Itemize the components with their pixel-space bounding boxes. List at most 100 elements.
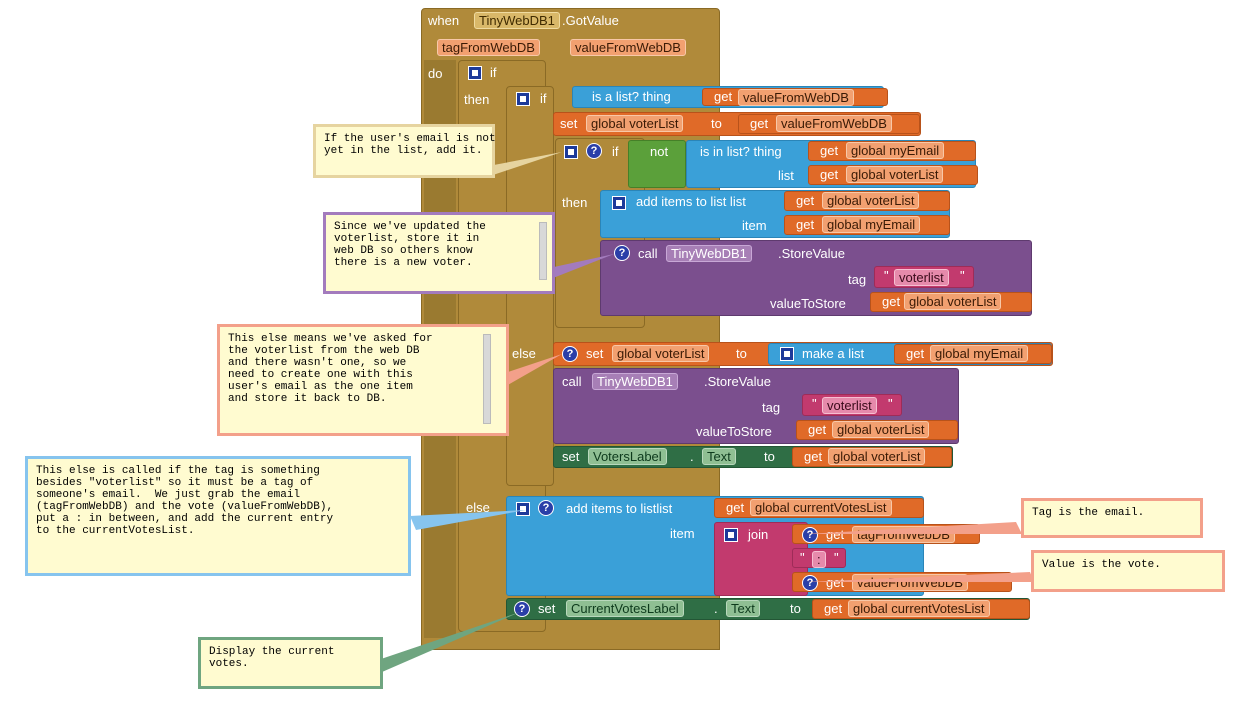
text-property-dropdown-2[interactable]: Text — [726, 600, 760, 617]
param-tagfromwebdb[interactable]: tagFromWebDB — [437, 39, 540, 56]
not-block[interactable] — [628, 140, 686, 188]
inner-else-label: else — [512, 346, 536, 361]
quote-open: " — [884, 268, 889, 283]
global-currentvoteslist-chip-2[interactable]: global currentVotesList — [848, 600, 990, 617]
add-items-label: add items to list list — [636, 194, 746, 209]
set-label: set — [560, 116, 578, 131]
valuefromwebdb-chip-3[interactable]: valueFromWebDB — [852, 574, 968, 591]
get-label: get — [824, 601, 843, 616]
to-label: to — [764, 449, 775, 464]
valuefromwebdb-chip-1[interactable]: valueFromWebDB — [738, 89, 854, 106]
add-items-listlist-label: add items to listlist — [566, 501, 673, 516]
tagfromwebdb-chip[interactable]: tagFromWebDB — [852, 526, 955, 543]
tag-label: tag — [848, 272, 867, 287]
to-label: to — [790, 601, 801, 616]
set-label: set — [586, 346, 604, 361]
dot-label: . — [690, 449, 694, 464]
to-label: to — [736, 346, 747, 361]
global-myemail-chip-2[interactable]: global myEmail — [822, 216, 921, 233]
comment-else-tag-email[interactable]: This else is called if the tag is someth… — [25, 456, 411, 576]
outer-if-mutator-icon[interactable] — [468, 66, 482, 80]
not-label: not — [650, 144, 669, 159]
global-voterlist-chip-5[interactable]: global voterList — [612, 345, 710, 362]
comment-question-icon[interactable]: ? — [514, 601, 530, 617]
comment-display-votes[interactable]: Display the current votes. — [198, 637, 383, 689]
get-label: get — [906, 346, 925, 361]
colon-text-chip[interactable]: : — [812, 551, 826, 568]
make-a-list-label: make a list — [802, 346, 865, 361]
call-label: call — [638, 246, 658, 261]
is-a-list-label: is a list? thing — [592, 89, 671, 104]
comment-question-icon[interactable]: ? — [562, 346, 578, 362]
get-label: get — [726, 500, 745, 515]
comment-email-not-in-list[interactable]: If the user's email is not yet in the li… — [313, 124, 496, 178]
comment-tag-is-email[interactable]: Tag is the email. — [1021, 498, 1203, 538]
then-label: then — [562, 195, 588, 210]
tinywebdb-dropdown-2[interactable]: TinyWebDB1 — [592, 373, 678, 390]
dot-label: . — [714, 601, 718, 616]
global-voterlist-chip-7[interactable]: global voterList — [828, 448, 926, 465]
inner-if-mutator-icon[interactable] — [516, 92, 530, 106]
comment-updated-voterlist[interactable]: Since we've updated the voterlist, store… — [323, 212, 555, 294]
comment-value-is-vote[interactable]: Value is the vote. — [1031, 550, 1225, 592]
event-name-label: .GotValue — [562, 13, 619, 28]
quote-close: " — [834, 550, 839, 565]
if-not-mutator-icon[interactable] — [564, 145, 578, 159]
quote-open: " — [800, 550, 805, 565]
comment-question-icon[interactable]: ? — [614, 245, 630, 261]
storevalue-label: .StoreValue — [704, 374, 771, 389]
global-voterlist-chip-4[interactable]: global voterList — [904, 293, 1002, 310]
join-label: join — [748, 527, 769, 542]
tinywebdb-dropdown-1[interactable]: TinyWebDB1 — [666, 245, 752, 262]
comment-scrollbar[interactable] — [539, 222, 547, 280]
valuefromwebdb-chip-2[interactable]: valueFromWebDB — [776, 115, 892, 132]
event-when-label: when — [428, 13, 460, 28]
add-items-mutator-icon[interactable] — [612, 196, 626, 210]
quote-open: " — [812, 396, 817, 411]
global-voterlist-chip-1[interactable]: global voterList — [586, 115, 684, 132]
item-label: item — [742, 218, 767, 233]
get-label: get — [808, 422, 827, 437]
tag-label-2: tag — [762, 400, 781, 415]
outer-else-label: else — [466, 500, 490, 515]
get-label: get — [882, 294, 901, 309]
comment-question-icon[interactable]: ? — [538, 500, 554, 516]
voterlist-text-chip-2[interactable]: voterlist — [822, 397, 877, 414]
global-currentvoteslist-chip-1[interactable]: global currentVotesList — [750, 499, 892, 516]
get-label: get — [826, 575, 845, 590]
add-items-mutator-icon[interactable] — [516, 502, 530, 516]
comment-question-icon[interactable]: ? — [802, 527, 818, 543]
global-voterlist-chip-2[interactable]: global voterList — [846, 166, 944, 183]
quote-close: " — [888, 396, 893, 411]
join-mutator-icon[interactable] — [724, 528, 738, 542]
global-myemail-chip-3[interactable]: global myEmail — [930, 345, 1029, 362]
currentvoteslabel-dropdown[interactable]: CurrentVotesLabel — [566, 600, 684, 617]
event-component-dropdown[interactable]: TinyWebDB1 — [474, 12, 560, 29]
voterlist-text-chip-1[interactable]: voterlist — [894, 269, 949, 286]
get-label: get — [796, 193, 815, 208]
inner-if-label: if — [540, 91, 547, 106]
to-label: to — [711, 116, 722, 131]
get-label: get — [714, 89, 733, 104]
get-label: get — [820, 143, 839, 158]
text-property-dropdown-1[interactable]: Text — [702, 448, 736, 465]
valuetostore-label: valueToStore — [770, 296, 846, 311]
comment-else-no-voterlist[interactable]: This else means we've asked for the vote… — [217, 324, 509, 436]
param-valuefromwebdb[interactable]: valueFromWebDB — [570, 39, 686, 56]
set-label: set — [562, 449, 580, 464]
comment-question-icon[interactable]: ? — [802, 575, 818, 591]
global-voterlist-chip-6[interactable]: global voterList — [832, 421, 930, 438]
get-label: get — [820, 167, 839, 182]
voterslabel-dropdown[interactable]: VotersLabel — [588, 448, 667, 465]
get-label: get — [826, 527, 845, 542]
global-myemail-chip-1[interactable]: global myEmail — [846, 142, 945, 159]
get-label: get — [750, 116, 769, 131]
global-voterlist-chip-3[interactable]: global voterList — [822, 192, 920, 209]
comment-scrollbar[interactable] — [483, 334, 491, 424]
event-do-label: do — [428, 66, 443, 81]
outer-then-label: then — [464, 92, 490, 107]
make-a-list-mutator-icon[interactable] — [780, 347, 794, 361]
comment-question-icon[interactable]: ? — [586, 143, 602, 159]
storevalue-label: .StoreValue — [778, 246, 845, 261]
get-label: get — [796, 217, 815, 232]
